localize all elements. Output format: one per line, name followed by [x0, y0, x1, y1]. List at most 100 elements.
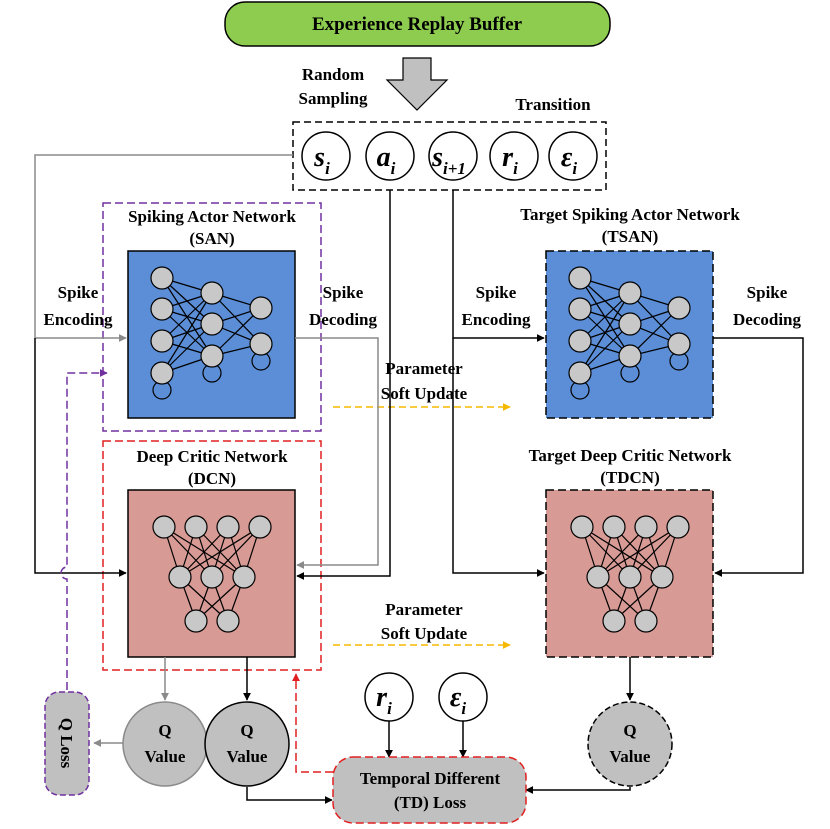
neuron-node — [602, 609, 626, 633]
san-group-border — [102, 202, 322, 432]
soft-update-top-line2: Soft Update — [381, 384, 468, 403]
transition-box — [292, 121, 607, 191]
neuron-node — [216, 609, 240, 633]
q-value-black-circle — [204, 701, 290, 787]
san-spike-decoding-line2: Decoding — [309, 310, 378, 329]
neuron-node — [634, 515, 658, 539]
neuron-node — [200, 312, 224, 336]
san-to-dcn-line — [295, 337, 379, 569]
si1-to-tdcn-line — [452, 338, 545, 577]
dcn-title: Deep Critic Network — [136, 447, 288, 466]
transition-item-circle — [489, 131, 539, 181]
transition-item-circle — [548, 131, 598, 181]
q-value-black-line2: Value — [227, 747, 268, 766]
tsan-spike-decoding-line2: Decoding — [733, 310, 802, 329]
sampling-label-line2: Sampling — [299, 89, 368, 108]
epsilon-circle — [438, 672, 488, 722]
san-title: Spiking Actor Network — [128, 207, 296, 226]
neuron-node — [150, 329, 174, 353]
neuron-node — [152, 515, 176, 539]
q-value-gray-circle — [122, 701, 208, 787]
neuron-node — [249, 332, 273, 356]
neuron-node — [602, 515, 626, 539]
q-value-gray-line1: Q — [158, 721, 171, 740]
neuron-node — [634, 609, 658, 633]
neuron-node — [650, 565, 674, 589]
neuron-node — [618, 565, 642, 589]
neuron-node — [168, 565, 192, 589]
tdcn-title: Target Deep Critic Network — [529, 446, 732, 465]
neuron-node — [150, 266, 174, 290]
transition-item-symbol: ai — [377, 142, 396, 178]
transition-item-circle — [365, 131, 415, 181]
neuron-node — [150, 297, 174, 321]
san-spike-encoding-line1: Spike — [58, 283, 99, 302]
q-loss-label: Q Loss — [57, 718, 76, 769]
si-to-dcn-line — [34, 338, 127, 577]
neuron-node — [570, 515, 594, 539]
tsan-spike-encoding-line2: Encoding — [462, 310, 531, 329]
tsan-to-tdcn-line — [713, 337, 804, 577]
tsan-spike-encoding-line1: Spike — [476, 283, 517, 302]
neuron-node — [618, 281, 642, 305]
neuron-node — [618, 312, 642, 336]
san-neural-net-icon — [150, 266, 273, 400]
transition-item-circle — [301, 131, 351, 181]
sampling-label-line1: Random — [302, 65, 364, 84]
target-q-value-line1: Q — [623, 721, 636, 740]
dcn-abbr: (DCN) — [188, 469, 236, 488]
neuron-node — [568, 329, 592, 353]
neuron-node — [249, 296, 273, 320]
neuron-node — [568, 361, 592, 385]
transition-item-symbol: si+1 — [431, 142, 466, 178]
soft-update-bottom-line2: Soft Update — [381, 624, 468, 643]
replay-buffer-title: Experience Replay Buffer — [312, 14, 523, 35]
neuron-node — [666, 515, 690, 539]
neuron-node — [667, 332, 691, 356]
neuron-node — [200, 344, 224, 368]
tdcn-neural-net-icon — [570, 515, 690, 633]
tq-to-td-line — [525, 786, 631, 794]
epsilon-symbol: εi — [450, 682, 466, 718]
q-loss-box — [44, 691, 90, 796]
transition-item-symbol: ri — [502, 142, 518, 178]
san-abbr: (SAN) — [189, 229, 234, 248]
q-value-black-line1: Q — [240, 721, 253, 740]
td-loss-line2: (TD) Loss — [394, 793, 467, 812]
q-loss-to-san-line — [60, 369, 108, 690]
tdcn-abbr: (TDCN) — [600, 468, 660, 487]
q-value-gray-line2: Value — [145, 747, 186, 766]
td-to-dcn-red-line — [292, 673, 333, 773]
neuron-node — [184, 609, 208, 633]
neuron-node — [618, 344, 642, 368]
transition-item-circle — [428, 131, 478, 181]
soft-update-top-line1: Parameter — [385, 359, 463, 378]
neuron-node — [150, 361, 174, 385]
neuron-node — [200, 565, 224, 589]
san-spike-encoding-line2: Encoding — [44, 310, 113, 329]
neuron-node — [200, 281, 224, 305]
transition-item-symbol: εi — [561, 142, 577, 178]
target-q-value-circle — [587, 701, 673, 787]
td-loss-line1: Temporal Different — [360, 769, 501, 788]
neuron-node — [568, 266, 592, 290]
neuron-node — [216, 515, 240, 539]
transition-item-symbol: si — [313, 142, 330, 178]
tsan-title: Target Spiking Actor Network — [520, 205, 740, 224]
target-q-value-line2: Value — [610, 747, 651, 766]
replay-buffer-box — [224, 1, 611, 47]
si-to-san-line — [34, 154, 293, 342]
neuron-node — [232, 565, 256, 589]
dcn-neural-net-icon — [152, 515, 272, 633]
reward-symbol: ri — [376, 682, 392, 718]
neuron-node — [248, 515, 272, 539]
tsan-abbr: (TSAN) — [602, 227, 659, 246]
transition-label: Transition — [515, 95, 591, 114]
soft-update-bottom-line1: Parameter — [385, 600, 463, 619]
ai-to-dcn-line — [296, 190, 391, 580]
td-loss-box — [332, 756, 527, 824]
neuron-node — [568, 297, 592, 321]
san-spike-decoding-line1: Spike — [323, 283, 364, 302]
neuron-node — [184, 515, 208, 539]
dcn-group-border — [102, 440, 322, 671]
